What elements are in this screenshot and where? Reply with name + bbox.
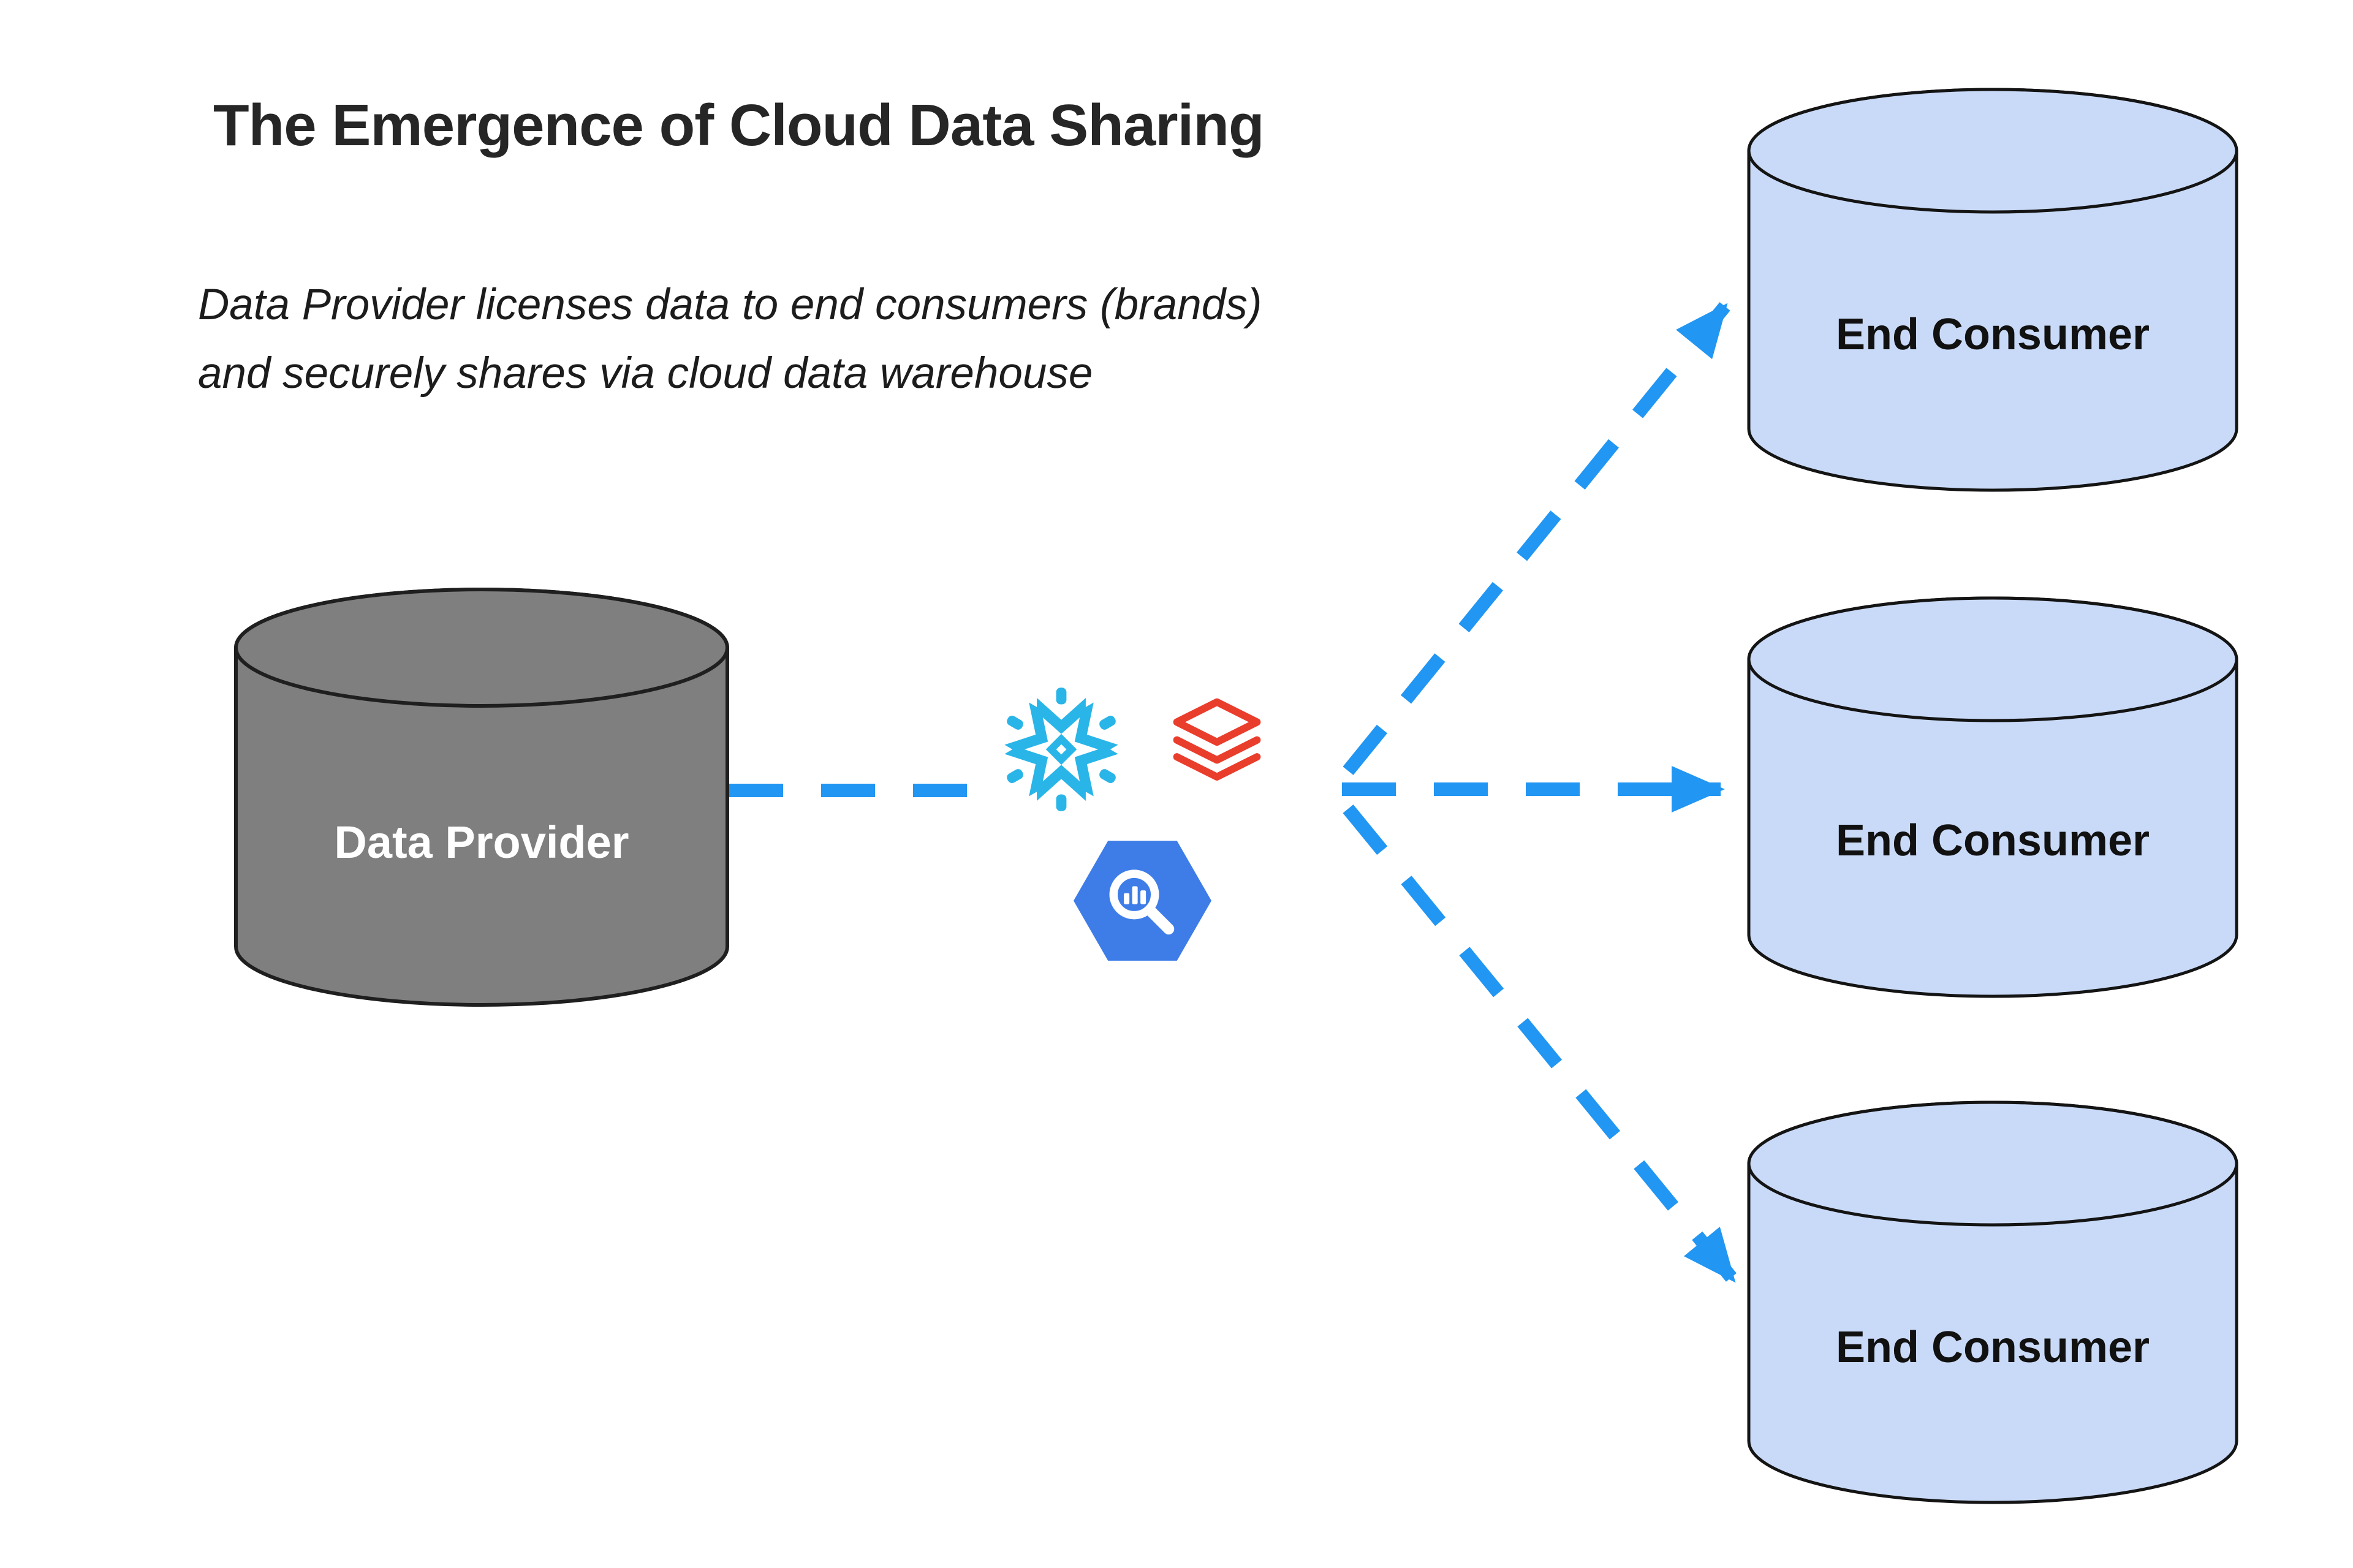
- bigquery-icon: [1074, 841, 1211, 961]
- consumer-label-3: End Consumer: [1835, 1323, 2150, 1372]
- subtitle: Data Provider licenses data to end consu…: [198, 271, 1262, 408]
- snowflake-icon: [997, 687, 1126, 811]
- consumer-label-2: End Consumer: [1835, 816, 2150, 865]
- edge-to-consumer-3: [1343, 805, 1738, 1284]
- databricks-icon: [1173, 698, 1261, 781]
- edge-to-consumer-1: [1343, 302, 1730, 775]
- provider-cylinder: [234, 588, 729, 1007]
- consumer-cylinder-3: [1747, 1100, 2238, 1504]
- consumer-label-1: End Consumer: [1835, 310, 2150, 359]
- consumer-cylinder-2: [1747, 596, 2238, 998]
- subtitle-line-1: Data Provider licenses data to end consu…: [198, 281, 1262, 329]
- consumer-cylinder-1: [1747, 88, 2238, 492]
- subtitle-line-2: and securely shares via cloud data wareh…: [198, 349, 1093, 398]
- page-title: The Emergence of Cloud Data Sharing: [213, 93, 1265, 158]
- provider-label: Data Provider: [334, 817, 629, 868]
